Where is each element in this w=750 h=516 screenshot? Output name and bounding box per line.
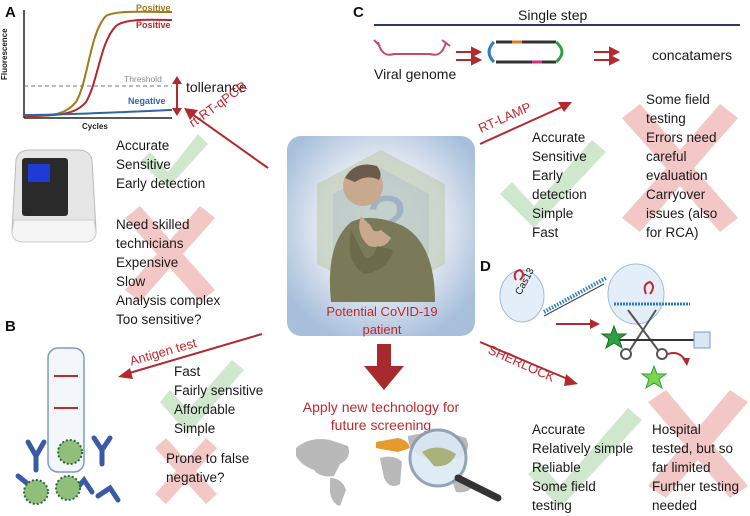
antigen-test-illustration [15,347,121,505]
con-item: for RCA) [646,225,699,240]
panel-b-letter: B [5,318,16,335]
quencher-star-icon [600,324,628,350]
con-item: issues (also [646,206,718,221]
viral-genome-icon [377,41,447,56]
pro-item: Affordable [174,402,236,417]
pro-item: Some field [532,479,596,494]
down-arrow-icon [364,344,404,390]
con-item: Analysis complex [116,293,221,308]
con-item: Hospital [652,422,701,437]
cas13-enzyme-icon [499,269,545,323]
con-item: Some field [646,92,710,107]
pro-item: Early detection [116,176,206,191]
antigen-method-arrow-icon [118,333,263,379]
qpcr-pros-list: Accurate Sensitive Early detection [116,136,205,193]
concatamers-label: concatamers [652,47,733,63]
viral-genome-label: Viral genome [374,66,457,82]
sherlock-illustration [499,263,711,390]
con-item: evaluation [646,168,708,183]
legend-positive-1: Positive [136,3,171,13]
rna-target-icon [543,276,607,314]
threshold-label: Threshold [124,74,162,84]
tolerance-label: tollerance [186,79,247,95]
panel-c-letter: C [353,4,364,21]
pro-item: Fast [174,364,201,379]
pro-item: Accurate [532,422,586,437]
qpcr-machine-icon [11,149,97,243]
pro-item: Reliable [532,460,581,475]
lamp-pros-list: Accurate Sensitive Early detection Simpl… [532,128,587,242]
negative-curve [23,109,173,116]
future-label: Apply new technology for future screenin… [302,399,460,433]
check-mark-icon [528,408,642,508]
con-item: Further testing [652,479,740,494]
con-item: testing [646,111,686,126]
patient-figure-icon [329,164,435,302]
pro-item: Simple [174,421,216,436]
con-item: Need skilled [116,217,190,232]
pro-item: Sensitive [532,149,587,164]
panel-a-letter: A [5,4,16,21]
con-item: Slow [116,274,146,289]
lamp-cons-list: Some field testing Errors need careful e… [646,90,717,242]
legend-negative: Negative [128,96,166,106]
lamp-method-arrow-icon [479,102,572,145]
patient-illustration: ? [287,136,475,336]
cross-mark-icon [125,206,215,302]
check-mark-icon [160,360,244,434]
antibody-icon [15,435,121,503]
pro-item: Accurate [532,130,586,145]
tolerance-arrow-icon [172,76,182,116]
legend-positive-2: Positive [136,20,171,30]
cross-mark-icon [648,390,748,498]
qpcr-chart [23,10,173,119]
panel-d-letter: D [480,258,491,275]
sherlock-pros-list: Accurate Relatively simple Reliable Some… [532,420,633,515]
pro-item: detection [532,187,587,202]
patient-label: Potential CoVID-19 patient [326,304,438,337]
cross-mark-icon [155,438,217,504]
qpcr-cons-list: Need skilled technicians Expensive Slow … [116,215,220,329]
sherlock-cons-list: Hospital tested, but so far limited Furt… [652,420,739,515]
world-map-icon [296,428,502,506]
pro-item: Early [532,168,563,183]
single-step-title: Single step [518,7,588,23]
qpcr-method-arrow-icon [184,108,269,169]
pro-item: Simple [532,206,574,221]
con-item: far limited [652,460,711,475]
pro-item: Fast [532,225,559,240]
dumbbell-dna-icon [487,40,564,64]
con-item: tested, but so [652,441,734,456]
antigen-pros-list: Fast Fairly sensitive Affordable Simple [174,362,263,438]
pro-item: Fairly sensitive [174,383,264,398]
cross-mark-icon [622,104,738,232]
con-item: Errors need [646,130,717,145]
pro-item: Relatively simple [532,441,634,456]
con-item: negative? [166,470,225,485]
con-item: Prone to false [166,451,250,466]
pro-item: testing [532,498,572,513]
con-item: Carryover [646,187,706,202]
chart-xlabel: Cycles [82,122,108,131]
virus-particle-icon [23,439,83,505]
fluorescent-star-icon [640,364,668,390]
single-step-line [374,24,740,26]
scissors-icon [620,309,668,360]
pro-item: Accurate [116,138,170,153]
con-item: careful [646,149,687,164]
con-item: technicians [116,236,184,251]
positive-curve-1 [23,10,173,117]
con-item: Expensive [116,255,179,270]
chart-ylabel: Fluorescence [0,28,9,80]
lamp-workflow-illustration [373,39,621,66]
con-item: Too sensitive? [116,312,202,327]
check-mark-icon [140,134,208,188]
sherlock-method-arrow-icon [479,341,578,386]
check-mark-icon [500,140,606,228]
pro-item: Sensitive [116,157,171,172]
con-item: needed [652,498,698,513]
antigen-cons-list: Prone to false negative? [166,449,249,487]
